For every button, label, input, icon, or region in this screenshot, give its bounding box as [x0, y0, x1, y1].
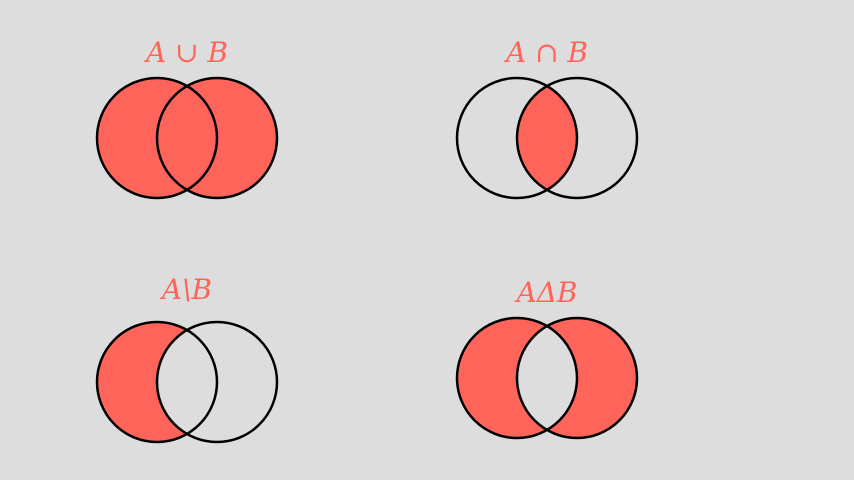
circle-b-outline-symmetric-difference — [515, 316, 639, 440]
circle-b-outline-union — [155, 76, 279, 200]
region-both-intersection — [517, 78, 577, 198]
venn-symmetric-difference: AΔB — [455, 276, 639, 440]
circle-a-outline-union — [95, 76, 219, 200]
set-label-symmetric-difference: AΔB — [513, 276, 577, 309]
circle-b-outline-intersection — [515, 76, 639, 200]
venn-union: A ∪ B — [95, 36, 279, 200]
venn-difference: A\B — [95, 273, 279, 444]
set-label-difference: A\B — [159, 273, 212, 306]
circle-a-outline-intersection — [455, 76, 579, 200]
venn-intersection: A ∩ B — [455, 36, 639, 200]
circle-a-outline-symmetric-difference — [455, 316, 579, 440]
region-both-union — [157, 78, 217, 198]
circle-a-outline-difference — [95, 320, 219, 444]
set-label-intersection: A ∩ B — [503, 36, 588, 69]
set-label-union: A ∪ B — [143, 36, 228, 69]
region-both-symmetric-difference — [517, 318, 577, 438]
region-both-difference — [157, 322, 217, 442]
circle-b-outline-difference — [155, 320, 279, 444]
